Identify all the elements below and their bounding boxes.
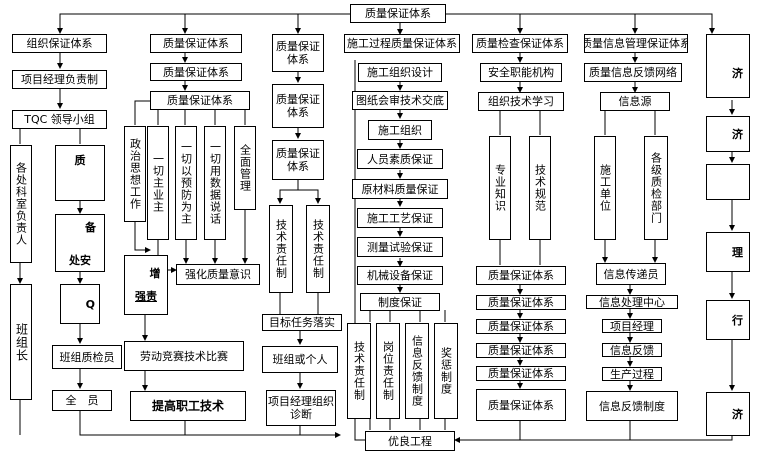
team-quality-inspector: 班组质检员	[52, 345, 122, 369]
c7-box-2	[706, 164, 750, 200]
c4-item-7: 机械设备保证	[357, 266, 443, 285]
c6-item-1: 信息处理中心	[586, 295, 678, 309]
box-zhi: 质	[55, 145, 105, 201]
org-guarantee-system: 组织保证体系	[12, 34, 107, 53]
team-or-individual: 班组或个人	[262, 346, 338, 373]
dept-heads: 各处科室负责人	[10, 145, 32, 263]
info-mgmt-qa-system: 质量信息管理保证体系	[584, 34, 688, 53]
bei-text: 备	[85, 221, 96, 234]
c4-item-2: 施工组织	[368, 120, 432, 140]
box-zeng: 增 强责	[124, 255, 168, 315]
project-manager-responsibility: 项目经理负责制	[12, 70, 107, 89]
tech-study: 组织技术学习	[478, 92, 564, 111]
c7-box-0: 济	[706, 34, 750, 98]
zeng-text: 增	[149, 267, 161, 280]
c4-item-5: 施工工艺保证	[357, 208, 443, 228]
political-work: 政治思想工作	[124, 126, 146, 222]
c4-sub-3: 奖惩制度	[434, 323, 458, 419]
all-staff: 全 员	[52, 390, 112, 411]
c6-item-2: 项目经理	[602, 319, 662, 333]
tech-norms: 技术规范	[529, 136, 551, 240]
user-first: 一切主业主	[147, 126, 169, 240]
tqc-leading-group: TQC 领导小组	[12, 110, 107, 129]
data-speaks: 一切用数据说话	[204, 126, 226, 240]
qc-depts: 各级质检部门	[644, 136, 668, 240]
tech-responsibility-2: 技术责任制	[306, 205, 330, 293]
c5-item-4: 质量保证体系	[476, 366, 566, 381]
box-q: Q	[60, 284, 100, 324]
construction-qa-system: 施工过程质量保证体系	[344, 34, 460, 53]
c4-sub-0: 技术责任制	[347, 323, 371, 419]
c7-box-1: 济	[706, 116, 750, 152]
qa-system-2b: 质量保证体系	[150, 63, 242, 81]
feedback-network: 质量信息反馈网络	[584, 63, 682, 82]
qa-system-2c: 质量保证体系	[150, 91, 250, 110]
c6-item-3: 信息反馈	[602, 343, 662, 357]
professional-knowledge: 专业知识	[489, 136, 511, 240]
info-source: 信息源	[600, 92, 670, 111]
c4-item-8: 制度保证	[360, 293, 440, 311]
c4-item-3: 人员素质保证	[357, 149, 443, 169]
c5-item-2: 质量保证体系	[476, 319, 566, 334]
box-chuan: 处安	[55, 250, 105, 272]
c4-item-4: 原材料质量保证	[352, 179, 448, 199]
qa-system-3c: 质量保证体系	[272, 140, 324, 180]
c5-item-0: 质量保证体系	[476, 266, 566, 285]
c4-sub-2: 信息反馈制度	[405, 323, 429, 419]
pm-diagnosis: 项目经理组织诊断	[266, 390, 336, 426]
qa-system-3b: 质量保证体系	[272, 84, 324, 128]
c5-item-5: 质量保证体系	[476, 389, 566, 421]
prevention-first: 一切以预防为主	[175, 126, 197, 240]
c4-sub-1: 岗位责任制	[376, 323, 400, 419]
c4-item-1: 图纸会审技术交底	[352, 91, 448, 110]
c4-item-6: 测量试验保证	[357, 237, 443, 257]
targets-implemented: 目标任务落实	[262, 314, 342, 331]
strengthen-awareness: 强化质量意识	[176, 264, 260, 285]
qa-system-3a: 质量保证体系	[272, 34, 324, 72]
total-management: 全面管理	[234, 126, 256, 210]
top-quality-system: 质量保证体系	[350, 4, 446, 23]
safety-function-org: 安全职能机构	[480, 63, 562, 82]
c6-item-0: 信息传递员	[596, 263, 666, 285]
c7-box-5: 济	[706, 392, 750, 436]
c6-item-5: 信息反馈制度	[586, 391, 678, 421]
excellent-project: 优良工程	[365, 431, 455, 451]
c4-item-0: 施工组织设计	[358, 63, 442, 82]
c7-box-3: 理	[706, 232, 750, 272]
labor-competition: 劳动竞赛技术比赛	[124, 341, 244, 371]
c5-item-3: 质量保证体系	[476, 343, 566, 358]
inspection-qa-system: 质量检查保证体系	[472, 34, 568, 53]
c6-item-4: 生产过程	[602, 367, 662, 381]
qa-system-2a: 质量保证体系	[150, 34, 242, 53]
tech-responsibility-1: 技术责任制	[269, 205, 293, 293]
c7-box-4: 行	[706, 300, 750, 340]
qiangze-text: 强责	[135, 290, 157, 303]
construction-unit: 施工单位	[594, 136, 616, 240]
team-leader: 班组长	[10, 284, 32, 400]
improve-skills: 提高职工技术	[130, 391, 246, 421]
c5-item-1: 质量保证体系	[476, 295, 566, 310]
